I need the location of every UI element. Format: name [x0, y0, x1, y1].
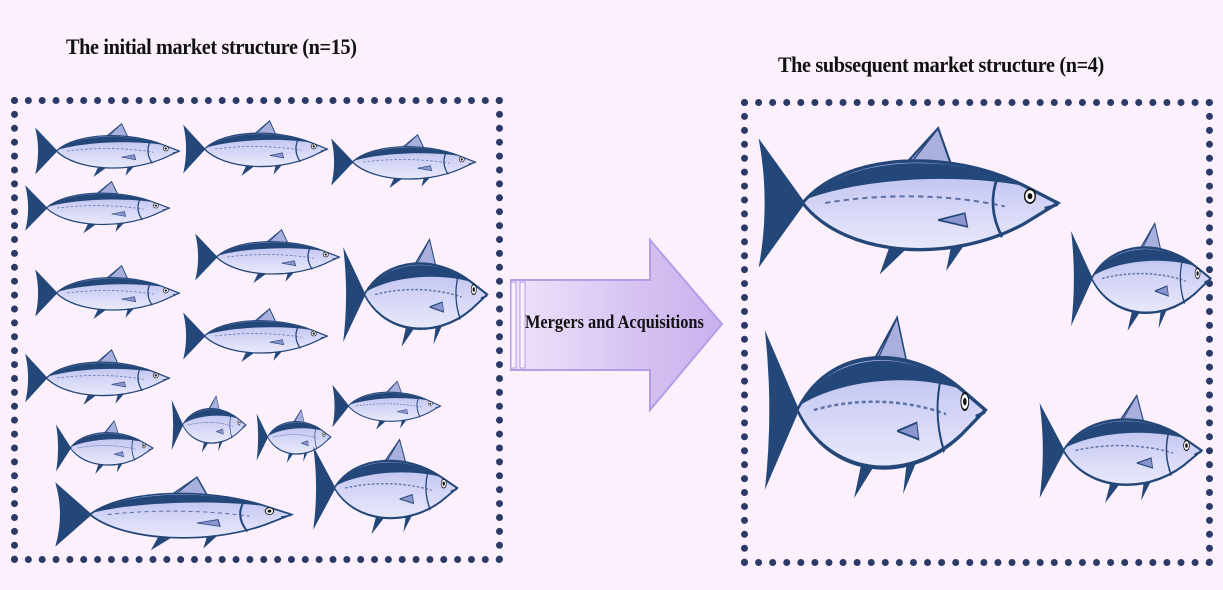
fish-icon [332, 381, 440, 429]
fish-icon [183, 309, 327, 362]
fish-icon [765, 318, 986, 499]
fish-icon [56, 421, 153, 474]
subsequent-market-fish [759, 128, 1211, 503]
fish-icon [759, 128, 1058, 274]
fish-icon [343, 240, 487, 348]
fish-icon [55, 477, 291, 550]
fish-icon [1071, 224, 1211, 332]
mergers-acquisitions-label: Mergers and Acquisitions [525, 312, 697, 334]
fish-icon [195, 230, 339, 283]
fish-icon [183, 121, 327, 176]
fish-icon [25, 350, 169, 405]
fish-icon [257, 410, 331, 463]
fish-icon [313, 440, 457, 535]
fish-icon [35, 124, 179, 177]
fish-icon [25, 182, 169, 234]
fish-icon [172, 396, 246, 453]
initial-market-fish [25, 121, 487, 550]
fish-icon [331, 135, 475, 188]
fish-icon [35, 266, 179, 319]
fish-icon [1040, 396, 1202, 504]
